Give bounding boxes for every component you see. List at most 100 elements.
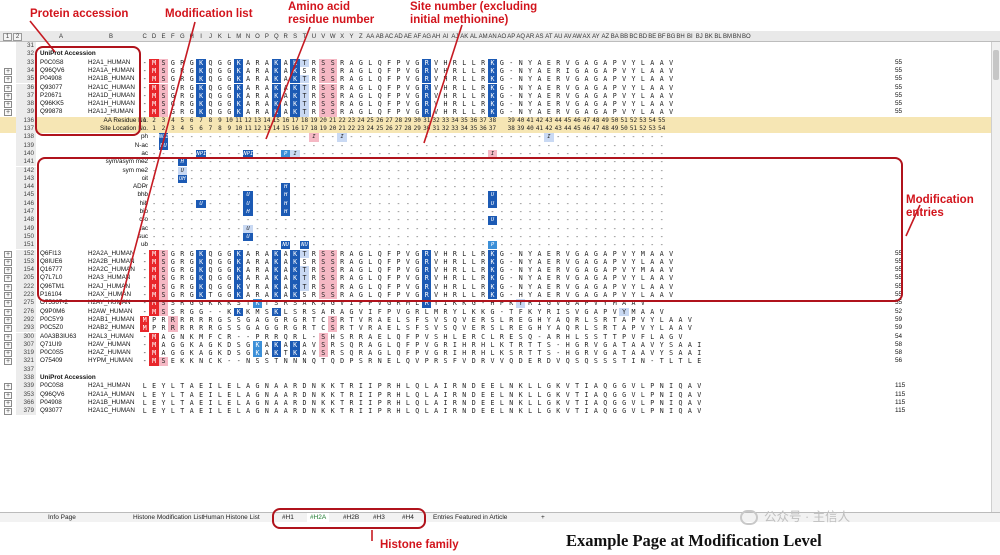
residue-cell[interactable]: R [283,299,288,308]
residue-cell[interactable]: R [528,299,533,308]
residue-cell[interactable]: P [631,324,636,333]
residue-cell[interactable]: Y [659,349,664,358]
residue-cell[interactable]: P [622,332,627,341]
residue-cell[interactable]: G [669,332,674,341]
residue-cell[interactable]: G [593,100,598,109]
residue-cell[interactable]: A [283,91,288,100]
residue-cell[interactable]: A [622,315,627,324]
residue-cell[interactable]: P [396,282,401,291]
residue-cell[interactable]: K [271,307,281,316]
residue-cell[interactable]: R [340,315,345,324]
residue-cell[interactable]: L [584,315,589,324]
residue-cell[interactable]: V [490,357,495,366]
residue-cell[interactable]: Q [377,291,382,299]
residue-cell[interactable]: P [377,398,382,407]
residue-cell[interactable]: A [584,91,589,100]
residue-cell[interactable]: E [518,324,523,333]
residue-cell[interactable]: A [283,58,288,67]
residue-cell[interactable]: A [264,58,269,67]
residue-cell[interactable]: K [528,307,533,316]
sheet-tab[interactable]: Entries Featured in Article [433,514,508,521]
residue-cell[interactable]: M [255,307,260,316]
residue-cell[interactable]: V [434,315,439,324]
residue-cell[interactable]: A [434,398,439,407]
residue-cell[interactable]: G [170,66,175,75]
residue-cell[interactable]: G [593,291,598,299]
column-header[interactable]: J [208,34,212,40]
residue-cell[interactable]: A [264,257,269,266]
residue-cell[interactable]: G [170,108,175,117]
residue-cell[interactable]: A [264,66,269,75]
expand-toggle-icon[interactable]: + [4,101,12,109]
residue-cell[interactable]: A [368,349,373,358]
residue-cell[interactable]: S [328,66,338,76]
residue-cell[interactable]: L [640,398,645,407]
residue-cell[interactable]: S [264,357,269,366]
residue-cell[interactable]: L [499,407,504,416]
residue-cell[interactable]: G [415,282,420,291]
residue-cell[interactable]: S [669,349,674,358]
residue-cell[interactable]: R [575,324,580,333]
residue-cell[interactable]: S [274,299,279,308]
residue-cell[interactable]: N [377,357,382,366]
column-header[interactable]: Y [349,34,354,40]
residue-cell[interactable]: R [481,274,486,283]
residue-cell[interactable]: V [434,324,439,333]
residue-cell[interactable]: E [377,332,382,341]
residue-cell[interactable]: R [340,108,345,117]
residue-cell[interactable]: G [217,257,222,266]
residue-cell[interactable]: N [518,274,523,283]
residue-cell[interactable]: A [349,108,354,117]
residue-cell[interactable]: A [640,340,645,349]
residue-cell[interactable]: V [311,349,316,358]
residue-cell[interactable]: K [452,299,457,308]
residue-cell[interactable]: K [234,108,244,117]
residue-cell[interactable]: V [669,266,674,275]
residue-cell[interactable]: M [149,100,159,109]
residue-cell[interactable]: I [669,382,674,391]
residue-cell[interactable]: E [462,332,467,341]
residue-cell[interactable]: G [264,315,269,324]
residue-cell[interactable]: A [246,75,251,84]
residue-cell[interactable]: K [321,407,326,416]
residue-cell[interactable]: R [518,349,523,358]
residue-cell[interactable]: S [575,357,580,366]
residue-cell[interactable]: T [264,299,269,308]
residue-cell[interactable]: T [575,390,580,399]
residue-cell[interactable]: G [264,324,269,333]
residue-cell[interactable]: H [537,324,542,333]
residue-cell[interactable]: C [208,357,213,366]
residue-cell[interactable]: H [443,257,448,266]
residue-cell[interactable]: S [340,332,345,341]
residue-cell[interactable]: N [518,58,523,67]
column-header[interactable]: AO [497,34,507,40]
residue-cell[interactable]: N [311,407,316,416]
residue-cell[interactable]: S [158,108,169,117]
residue-cell[interactable]: L [471,274,476,283]
residue-cell[interactable]: L [236,407,241,416]
residue-cell[interactable]: K [217,357,222,366]
residue-cell[interactable]: S [328,291,338,300]
residue-cell[interactable]: T [180,390,185,399]
residue-cell[interactable]: Y [619,307,629,316]
residue-cell[interactable]: K [487,274,498,283]
residue-cell[interactable]: A [556,324,561,333]
residue-cell[interactable]: K [234,257,244,267]
residue-cell[interactable]: V [434,282,439,291]
residue-cell[interactable]: Y [528,58,533,67]
residue-cell[interactable]: Q [377,100,382,109]
residue-cell[interactable]: H [443,58,448,67]
residue-cell[interactable]: A [189,398,194,407]
residue-cell[interactable]: S [318,349,328,358]
residue-cell[interactable]: K [290,266,300,275]
residue-cell[interactable]: R [199,315,204,324]
residue-cell[interactable]: M [149,357,159,366]
residue-cell[interactable]: R [422,291,432,300]
residue-cell[interactable]: - [509,291,514,299]
residue-cell[interactable]: M [149,91,159,101]
residue-cell[interactable]: V [424,332,429,341]
modification-mark[interactable]: I [290,149,300,159]
column-header[interactable]: AH [431,34,441,40]
residue-cell[interactable]: Y [528,266,533,275]
residue-cell[interactable]: K [556,407,561,416]
